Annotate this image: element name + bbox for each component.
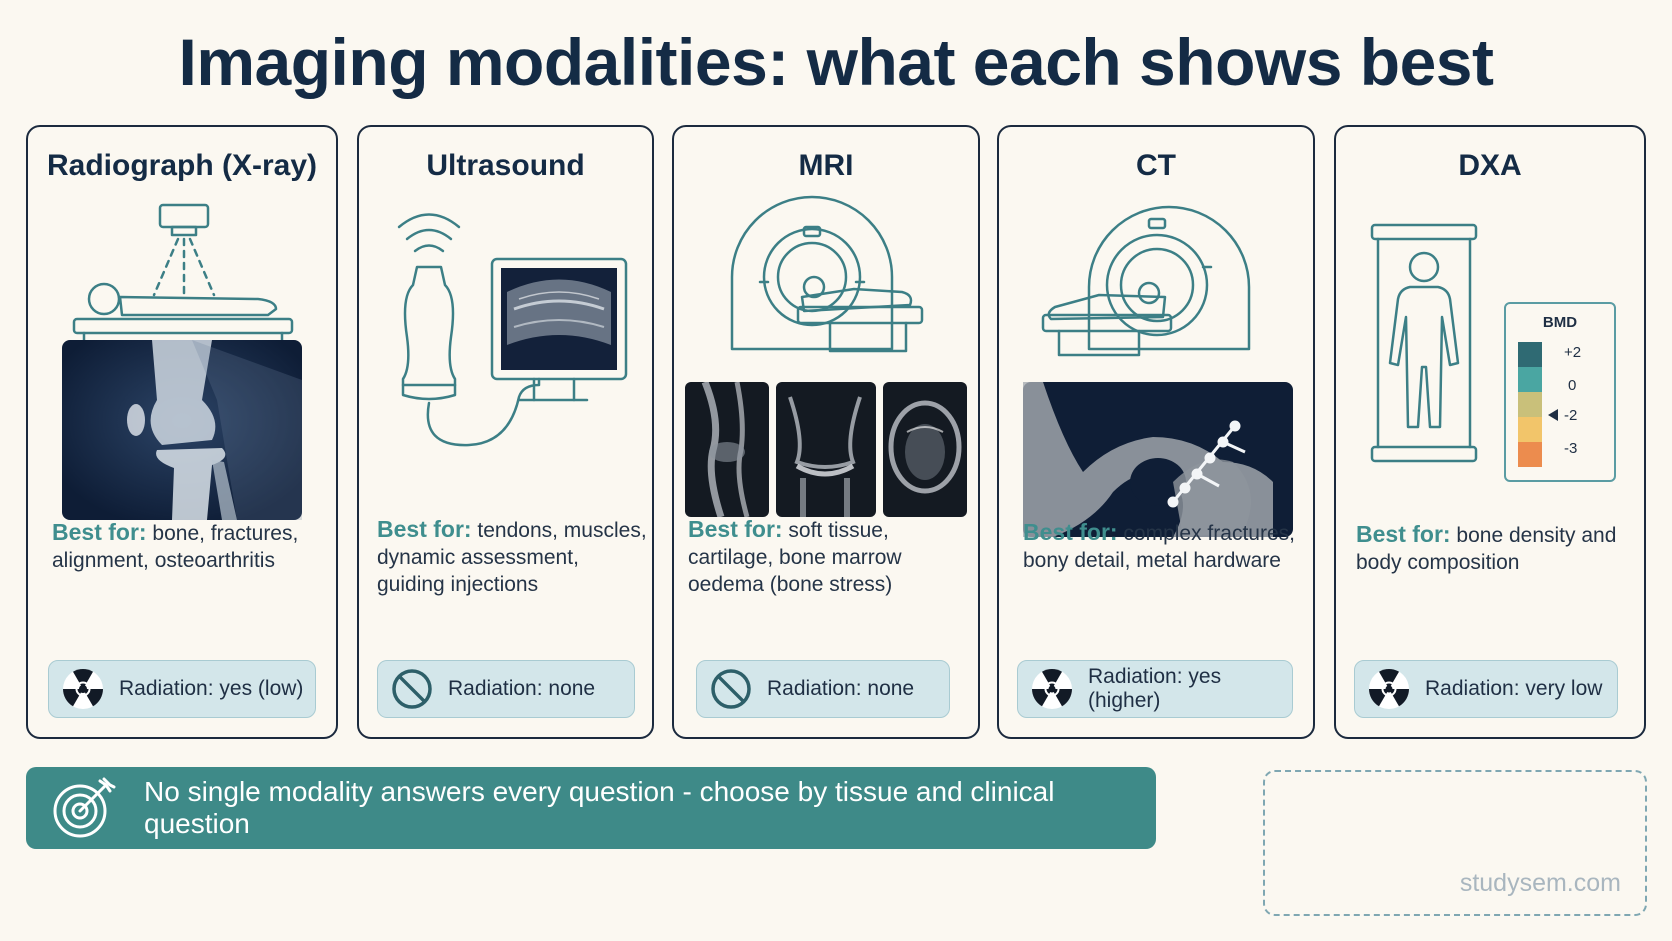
ultrasound-device-icon: [397, 213, 628, 447]
best-for-label: Best for:: [52, 519, 147, 545]
target-icon: [53, 777, 116, 838]
bmd-tick-label: -2: [1564, 407, 1578, 424]
mri-scanner-icon: [730, 195, 924, 353]
key-message-banner: No single modality answers every questio…: [26, 767, 1156, 849]
ct-scanner-icon: [1041, 205, 1251, 357]
bmd-color-segment: [1518, 417, 1542, 442]
bmd-scale-panel: BMD +2 0 -2 -3: [1504, 302, 1616, 482]
page-title: Imaging modalities: what each shows best: [178, 25, 1494, 99]
watermark: studysem.com: [1459, 869, 1621, 897]
radiation-badge-dxa: Radiation: very low: [1354, 660, 1618, 718]
radiation-text: Radiation: yes (higher): [1088, 665, 1222, 712]
radiation-badge-mri: Radiation: none: [696, 660, 950, 718]
watermark-box: studysem.com: [1263, 770, 1647, 916]
radiation-badge-radiograph: Radiation: yes (low): [48, 660, 316, 718]
no-radiation-icon: [392, 669, 432, 709]
xray-knee-image: [62, 340, 302, 520]
card-title-ultrasound: Ultrasound: [426, 149, 585, 182]
best-for-text: soft tissue, cartilage, bone marrow oede…: [688, 519, 902, 596]
card-title-radiograph: Radiograph (X-ray): [46, 149, 318, 182]
card-dxa: DXA BMD +2 0 -2 -3 Best for: bone densit…: [1334, 125, 1646, 739]
bmd-color-segment: [1518, 392, 1542, 417]
radiation-badge-ultrasound: Radiation: none: [377, 660, 635, 718]
mri-scan-images: [685, 382, 967, 517]
no-radiation-icon: [711, 669, 751, 709]
best-for-radiograph: Best for: bone, fractures, alignment, os…: [52, 519, 322, 574]
best-for-label: Best for:: [688, 516, 783, 542]
best-for-dxa: Best for: bone density and body composit…: [1356, 521, 1641, 576]
bmd-color-segment: [1518, 367, 1542, 392]
card-radiograph: Radiograph (X-ray) Best for:: [26, 125, 338, 739]
bmd-tick-label: +2: [1564, 344, 1582, 361]
radiation-icon: [1032, 669, 1072, 709]
bmd-tick-label: 0: [1568, 377, 1577, 394]
card-title-mri: MRI: [798, 149, 854, 182]
radiation-badge-ct: Radiation: yes (higher): [1017, 660, 1293, 718]
bmd-pointer-icon: [1548, 409, 1558, 421]
best-for-text: bone density and body composition: [1356, 524, 1617, 574]
bmd-tick-label: -3: [1564, 440, 1578, 457]
best-for-label: Best for:: [1356, 521, 1451, 547]
best-for-text: bone, fractures, alignment, osteoarthrit…: [52, 522, 299, 572]
bmd-color-bar: [1518, 342, 1542, 467]
banner-text: No single modality answers every questio…: [144, 776, 1055, 839]
radiation-text: Radiation: none: [448, 677, 596, 700]
best-for-text: complex fractures, bony detail, metal ha…: [1023, 522, 1295, 572]
card-ct: CT Best for: complex fractures, bony det…: [997, 125, 1315, 739]
best-for-text: tendons, muscles, dynamic assessment, gu…: [377, 519, 647, 596]
card-title-ct: CT: [1136, 149, 1176, 182]
dxa-scanner-icon: [1370, 223, 1478, 463]
best-for-ultrasound: Best for: tendons, muscles, dynamic asse…: [377, 516, 647, 598]
bmd-color-segment: [1518, 342, 1542, 367]
ct-pelvis-image: [1023, 382, 1293, 537]
card-title-dxa: DXA: [1458, 149, 1522, 182]
best-for-ct: Best for: complex fractures, bony detail…: [1023, 519, 1308, 574]
card-mri: MRI Best for: soft tissue, cartilage,: [672, 125, 980, 739]
card-ultrasound: Ultrasound Best for: tendons, muscles, d…: [357, 125, 654, 739]
best-for-mri: Best for: soft tissue, cartilage, bone m…: [688, 516, 973, 598]
radiation-text: Radiation: none: [767, 677, 915, 700]
bmd-color-segment: [1518, 442, 1542, 467]
best-for-label: Best for:: [1023, 519, 1118, 545]
radiation-icon: [1369, 669, 1409, 709]
best-for-label: Best for:: [377, 516, 472, 542]
bmd-scale-label: BMD: [1542, 314, 1578, 331]
radiation-icon: [63, 669, 103, 709]
radiation-text: Radiation: yes (low): [119, 677, 304, 700]
radiation-text: Radiation: very low: [1425, 677, 1603, 700]
